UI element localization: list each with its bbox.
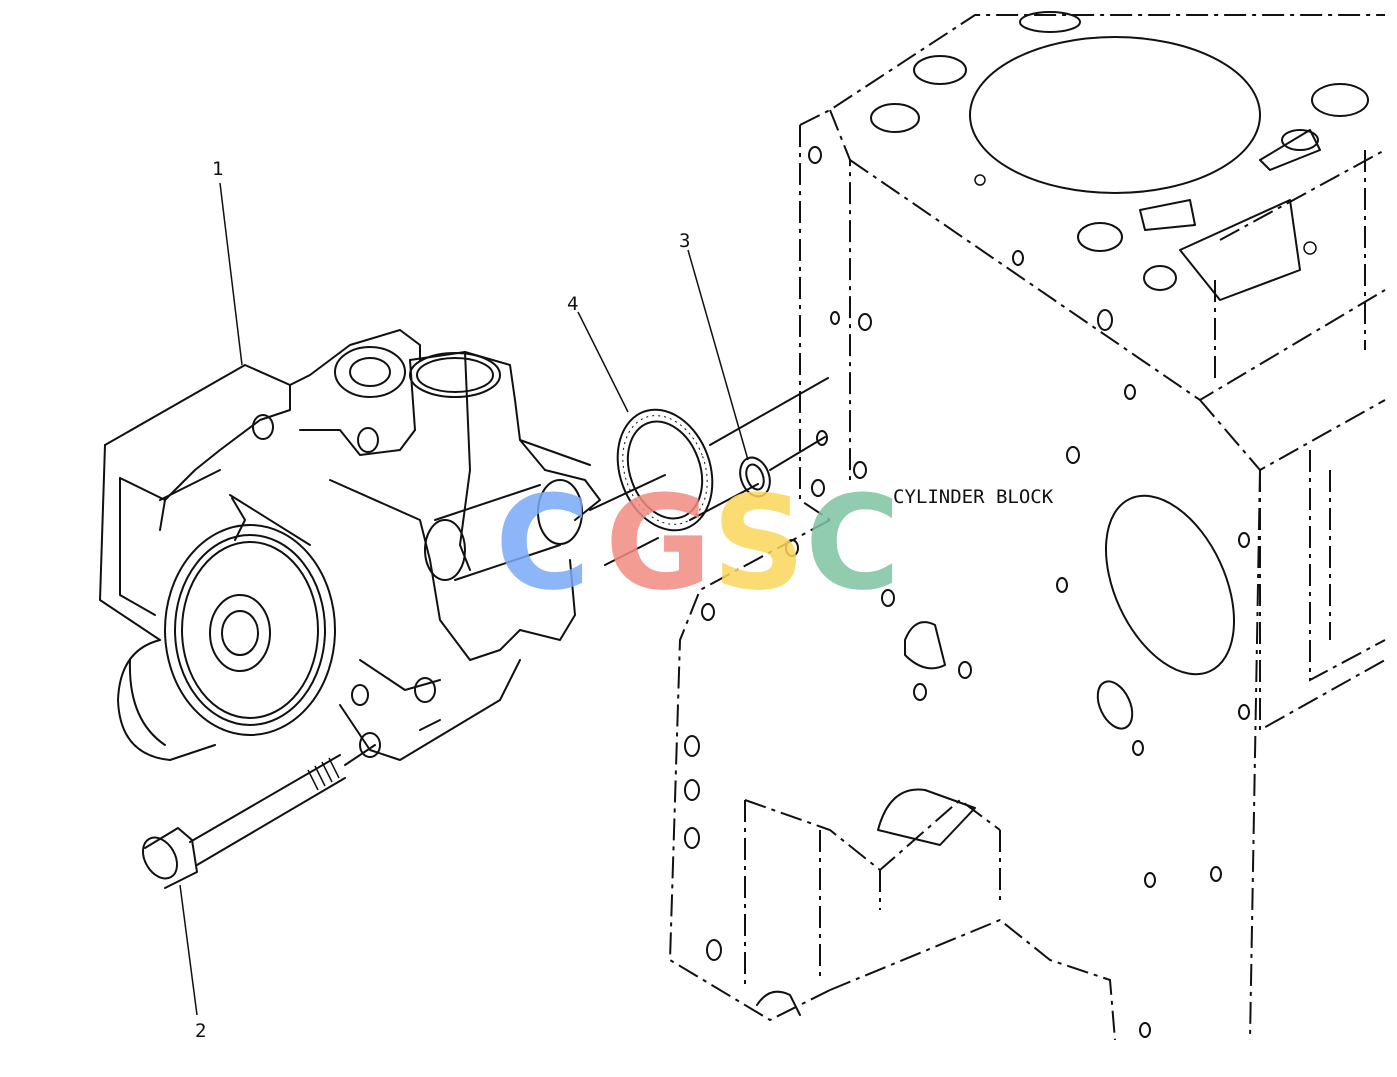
watermark-letter-4: C (805, 467, 901, 619)
watermark-letter-3: S (712, 467, 806, 619)
water-pump (99, 329, 601, 761)
watermark-letter-1: C (495, 467, 591, 619)
gasket (616, 408, 714, 532)
cylinder-block-label: CYLINDER BLOCK (893, 486, 1054, 508)
watermark-letter-2: G (605, 467, 712, 619)
callout-1: 1 (212, 158, 224, 180)
callout-2: 2 (195, 1020, 207, 1042)
bolt (141, 744, 376, 889)
callout-4: 4 (567, 293, 579, 315)
leader-lines (179, 182, 749, 1016)
callout-3: 3 (679, 230, 691, 252)
cylinder-block (668, 11, 1386, 1041)
assembly-lines (589, 377, 829, 566)
